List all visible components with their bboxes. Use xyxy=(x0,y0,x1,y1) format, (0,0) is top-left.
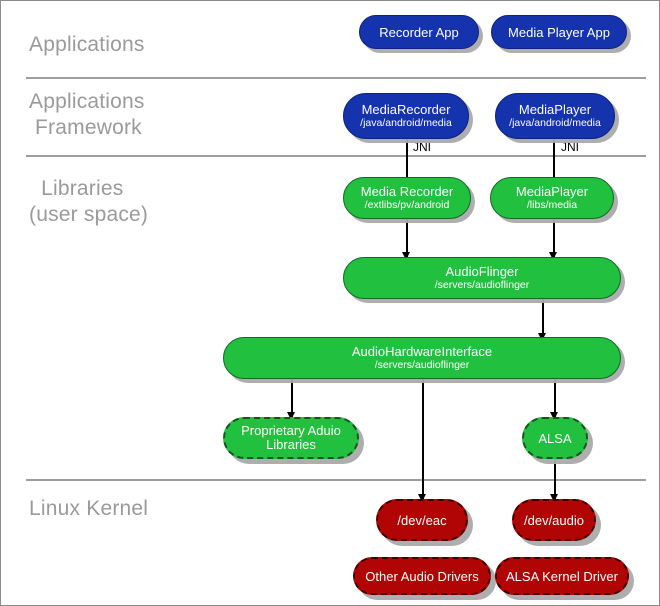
node-mediarecorder-framework[interactable]: MediaRecorder /java/android/media xyxy=(343,93,469,139)
node-title: Media Recorder xyxy=(360,184,454,199)
node-subtitle: /servers/audioflinger xyxy=(434,279,530,291)
layer-label-applications-framework-line1: Applications xyxy=(29,90,145,113)
connector-alsa-to-dev-audio xyxy=(554,458,556,500)
node-title: Proprietary Aduio xyxy=(241,423,341,438)
divider-applications xyxy=(26,77,646,79)
node-media-recorder-library[interactable]: Media Recorder /extlibs/pv/android xyxy=(343,177,471,219)
node-title: Other Audio Drivers xyxy=(365,568,479,584)
layer-label-applications-framework-line2: Framework xyxy=(29,116,142,139)
node-title: MediaPlayer xyxy=(518,102,592,117)
node-title: Recorder App xyxy=(379,24,459,40)
divider-applications-framework xyxy=(26,155,646,157)
node-title: ALSA xyxy=(538,430,572,446)
divider-linux-kernel xyxy=(26,479,646,481)
connector-mediarecorder-fw-to-lib xyxy=(406,139,408,181)
connector-media-recorder-lib-to-audioflinger xyxy=(406,218,408,258)
node-other-audio-drivers[interactable]: Other Audio Drivers xyxy=(353,557,491,595)
node-subtitle: /extlibs/pv/android xyxy=(364,199,450,211)
arrowhead-alsa-to-dev-audio xyxy=(549,494,558,502)
layer-label-libraries-line2: (user space) xyxy=(29,203,149,226)
arrowhead-audiohardware-to-dev-eac xyxy=(417,494,426,502)
node-title: ALSA Kernel Driver xyxy=(506,568,618,584)
node-dev-eac[interactable]: /dev/eac xyxy=(376,499,468,541)
connector-audiohardware-to-proprietary-libs xyxy=(291,376,293,418)
node-title: /dev/eac xyxy=(397,512,447,528)
node-title: /dev/audio xyxy=(524,512,584,528)
node-title: AudioHardwareInterface xyxy=(351,344,493,359)
connector-mediaplayer-lib-to-audioflinger xyxy=(553,218,555,258)
node-mediaplayer-framework[interactable]: MediaPlayer /java/android/media xyxy=(495,93,615,139)
node-dev-audio[interactable]: /dev/audio xyxy=(512,499,596,541)
layer-label-libraries-line1: Libraries xyxy=(29,177,124,200)
node-subtitle: /java/android/media xyxy=(509,117,601,129)
node-proprietary-audio-libraries[interactable]: Proprietary Aduio Libraries xyxy=(223,417,359,459)
node-subtitle: /java/android/media xyxy=(360,117,452,129)
connector-audioflinger-to-audiohardware xyxy=(542,297,544,339)
connector-audiohardware-to-dev-eac xyxy=(422,376,424,500)
node-title: AudioFlinger xyxy=(445,264,519,279)
connector-audiohardware-to-alsa xyxy=(554,376,556,418)
node-subtitle: Libraries xyxy=(266,437,316,452)
node-subtitle: /servers/audioflinger xyxy=(374,359,470,371)
node-title: Media Player App xyxy=(508,24,610,40)
connector-label-jni-right: JNI xyxy=(561,140,579,154)
arrowhead-audiohardware-to-proprietary-libs xyxy=(286,412,295,420)
layer-label-linux-kernel: Linux Kernel xyxy=(29,497,149,520)
arrowhead-audiohardware-to-alsa xyxy=(549,412,558,420)
node-alsa[interactable]: ALSA xyxy=(522,417,588,459)
node-mediaplayer-library[interactable]: MediaPlayer /libs/media xyxy=(490,177,614,219)
arrowhead-mediaplayer-lib-to-audioflinger xyxy=(548,252,557,260)
node-title: MediaPlayer xyxy=(515,184,589,199)
connector-mediaplayer-fw-to-lib xyxy=(553,139,555,181)
node-subtitle: /libs/media xyxy=(526,199,578,211)
node-title: MediaRecorder xyxy=(361,102,451,117)
arrowhead-media-recorder-lib-to-audioflinger xyxy=(401,252,410,260)
node-audioflinger[interactable]: AudioFlinger /servers/audioflinger xyxy=(343,257,621,299)
connector-label-jni-left: JNI xyxy=(413,140,431,154)
node-media-player-app[interactable]: Media Player App xyxy=(491,15,627,49)
layer-label-applications: Applications xyxy=(29,33,145,56)
node-alsa-kernel-driver[interactable]: ALSA Kernel Driver xyxy=(495,557,629,595)
node-recorder-app[interactable]: Recorder App xyxy=(359,15,479,49)
node-audiohardwareinterface[interactable]: AudioHardwareInterface /servers/audiofli… xyxy=(223,337,621,379)
